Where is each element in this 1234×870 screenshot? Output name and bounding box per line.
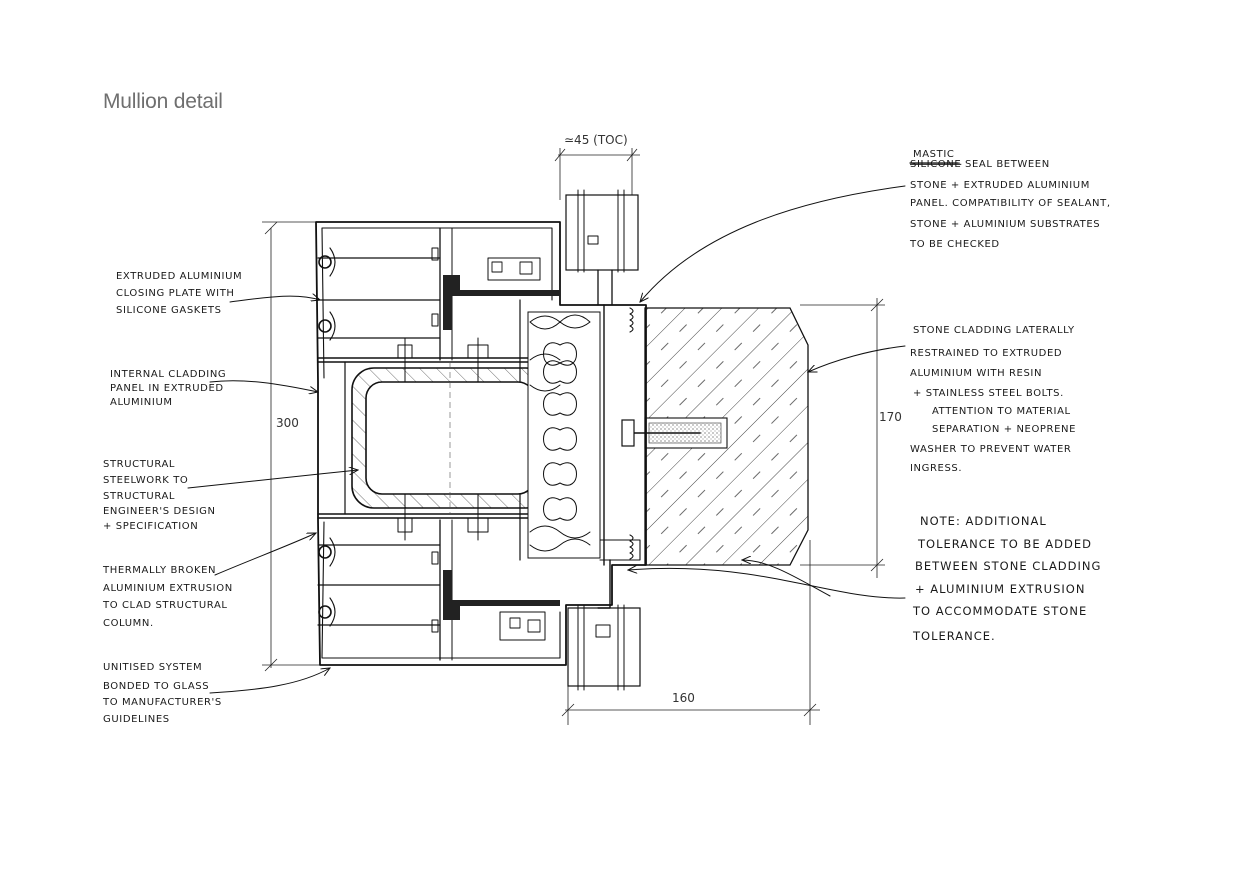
note-line: + STAINLESS STEEL BOLTS. [913, 388, 1064, 399]
page-title: Mullion detail [103, 90, 223, 113]
note-line: WASHER TO PREVENT WATER [910, 444, 1071, 455]
svg-text:SILICONE SEAL BETWEEN: SILICONE SEAL BETWEEN [910, 159, 1050, 170]
note-line: NOTE: ADDITIONAL [920, 514, 1047, 528]
structural-steel-column [351, 362, 549, 514]
note-structural-steel: STRUCTURAL STEELWORK TO STRUCTURAL ENGIN… [103, 459, 216, 532]
note-closing-plate: EXTRUDED ALUMINIUM CLOSING PLATE WITH SI… [116, 271, 242, 316]
stone-cladding [627, 307, 809, 566]
note-line: TO BE CHECKED [909, 239, 1000, 250]
note-internal-cladding: INTERNAL CLADDING PANEL IN EXTRUDED ALUM… [110, 369, 226, 408]
note-line: BONDED TO GLASS [103, 681, 209, 692]
dim-170: 170 [879, 410, 902, 424]
leader-lines [187, 185, 906, 694]
note-line: TOLERANCE. [912, 629, 996, 643]
note-line: ALUMINIUM EXTRUSION [103, 583, 233, 594]
note-line: COLUMN. [103, 618, 154, 629]
note-line: MASTIC [913, 149, 954, 160]
note-line: STRUCTURAL [103, 459, 175, 470]
note-line: TO MANUFACTURER'S [102, 697, 222, 708]
note-line: ATTENTION TO MATERIAL [932, 406, 1071, 417]
note-line: CLOSING PLATE WITH [116, 288, 235, 299]
note-line: INGRESS. [910, 463, 962, 474]
dim-300: 300 [276, 416, 299, 430]
note-line: SILICONE GASKETS [116, 305, 222, 316]
note-unitised: UNITISED SYSTEM BONDED TO GLASS TO MANUF… [102, 662, 222, 725]
note-line: BETWEEN STONE CLADDING [915, 559, 1101, 573]
note-line: GUIDELINES [103, 714, 170, 725]
struck-word: SILICONE [910, 159, 961, 170]
note-line: ENGINEER'S DESIGN [103, 506, 216, 517]
note-line: STONE + ALUMINIUM SUBSTRATES [910, 219, 1100, 230]
note-mastic: MASTIC SILICONE SEAL BETWEEN STONE + EXT… [909, 149, 1111, 250]
note-line: STEELWORK TO [103, 475, 188, 486]
note-line: TO CLAD STRUCTURAL [102, 600, 228, 611]
note-line: TOLERANCE TO BE ADDED [917, 537, 1092, 551]
note-line: + SPECIFICATION [103, 521, 198, 532]
note-tolerance: NOTE: ADDITIONAL TOLERANCE TO BE ADDED B… [912, 514, 1101, 643]
dim-160: 160 [672, 691, 695, 705]
insulation [527, 311, 601, 559]
glass-unit-bottom [567, 604, 641, 691]
note-line: SEAL BETWEEN [961, 159, 1050, 170]
note-line: PANEL IN EXTRUDED [110, 383, 224, 394]
glass-unit-top [565, 189, 639, 306]
dim-45: ≃45 (TOC) [564, 133, 628, 147]
note-line: TO ACCOMMODATE STONE [912, 604, 1087, 618]
note-line: RESTRAINED TO EXTRUDED [910, 348, 1062, 359]
note-line: UNITISED SYSTEM [103, 662, 202, 673]
note-line: STONE + EXTRUDED ALUMINIUM [910, 180, 1090, 191]
note-line: STRUCTURAL [103, 491, 175, 502]
note-thermally-broken: THERMALLY BROKEN ALUMINIUM EXTRUSION TO … [102, 565, 233, 629]
note-line: PANEL. COMPATIBILITY OF SEALANT, [910, 198, 1111, 209]
note-line: INTERNAL CLADDING [110, 369, 226, 380]
note-line: EXTRUDED ALUMINIUM [116, 271, 242, 282]
aluminium-extrusion [315, 221, 647, 666]
note-line: ALUMINIUM WITH RESIN [910, 368, 1042, 379]
note-line: STONE CLADDING LATERALLY [913, 325, 1075, 336]
note-stone-cladding: STONE CLADDING LATERALLY RESTRAINED TO E… [910, 325, 1076, 474]
note-line: ALUMINIUM [110, 397, 173, 408]
note-line: THERMALLY BROKEN [102, 565, 216, 576]
note-line: + ALUMINIUM EXTRUSION [915, 582, 1085, 596]
note-line: SEPARATION + NEOPRENE [932, 424, 1076, 435]
